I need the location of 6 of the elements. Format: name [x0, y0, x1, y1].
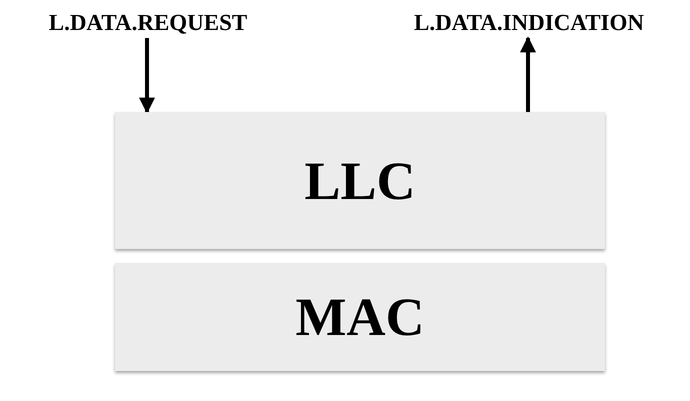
layer-box: LLC — [115, 112, 605, 249]
arrow — [139, 38, 155, 114]
layer-box: MAC — [115, 263, 605, 371]
arrow — [520, 36, 536, 112]
primitive-label: L.DATA.REQUEST — [8, 6, 288, 38]
primitive-label: L.DATA.INDICATION — [370, 6, 688, 38]
